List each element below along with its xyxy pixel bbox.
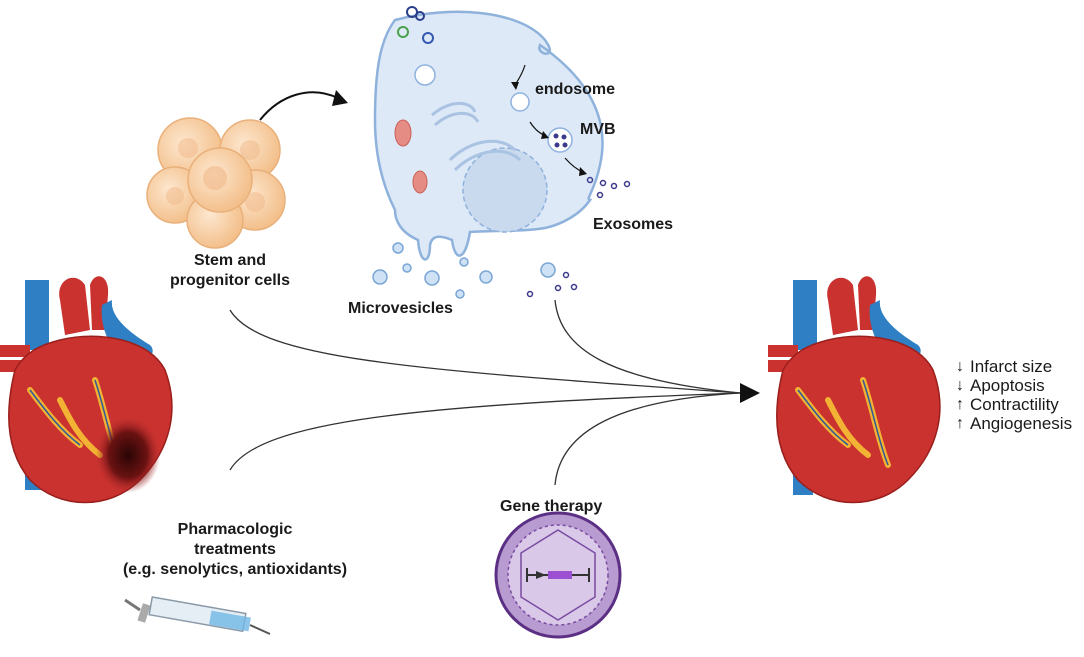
stem-label-line2: progenitor cells [169, 272, 291, 289]
stem-label-line1: Stem and [193, 252, 266, 269]
cell-diagram [373, 10, 604, 261]
outcome-item: ↓ Apoptosis [956, 376, 1072, 395]
mvb-label: MVB [580, 121, 616, 138]
endosome-label: endosome [535, 81, 616, 98]
stem-cells-label: Stem and progenitor cells [150, 251, 310, 291]
down-arrow-icon: ↓ [956, 377, 964, 394]
outcome-item: ↑ Angiogenesis [956, 414, 1072, 433]
down-arrow-icon: ↓ [956, 358, 964, 375]
outcome-text: Infarct size [970, 357, 1053, 376]
microvesicles [372, 242, 556, 299]
microvesicles-label: Microvesicles [348, 300, 453, 317]
pharma-line1: Pharmacologic [177, 521, 293, 538]
outcome-item: ↓ Infarct size [956, 357, 1072, 376]
up-arrow-icon: ↑ [956, 415, 964, 432]
outcome-item: ↑ Contractility [956, 395, 1072, 414]
outcome-text: Apoptosis [970, 376, 1045, 395]
exosomes-label: Exosomes [593, 216, 674, 233]
pharma-line3: (e.g. senolytics, antioxidants) [122, 561, 348, 578]
protein-molecules [397, 6, 434, 44]
stem-cell-cluster [146, 117, 286, 249]
outcomes-list: ↓ Infarct size ↓ Apoptosis ↑ Contractili… [956, 357, 1072, 433]
pharma-line2: treatments [194, 541, 276, 558]
syringe [124, 596, 271, 635]
diseased-heart [0, 276, 173, 504]
viral-vector [494, 511, 622, 639]
stem-to-cell-arrow [259, 90, 348, 121]
pharmacologic-label: Pharmacologic treatments (e.g. senolytic… [100, 520, 370, 580]
exosomes [526, 176, 631, 298]
outcome-text: Contractility [970, 395, 1059, 414]
converging-arrows [205, 299, 760, 486]
outcome-text: Angiogenesis [970, 414, 1073, 433]
gene-therapy-label: Gene therapy [500, 498, 603, 515]
healed-heart [768, 276, 941, 504]
up-arrow-icon: ↑ [956, 396, 964, 413]
